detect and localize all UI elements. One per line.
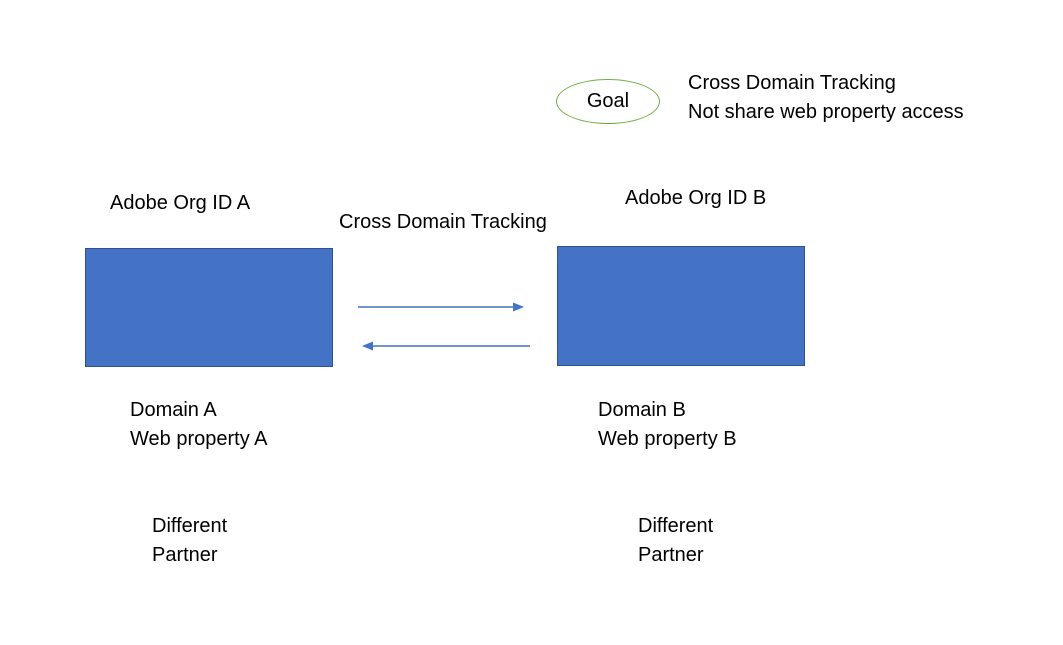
org-a-title-label: Adobe Org ID A <box>110 192 251 214</box>
goal-description: Cross Domain Tracking Not share web prop… <box>688 69 964 127</box>
org-b-domain-text: Domain B Web property B <box>598 396 737 454</box>
domain-a-label: Domain A <box>130 399 217 421</box>
org-a-partner-line-2: Partner <box>152 544 218 566</box>
org-a-partner-text: Different Partner <box>152 512 227 570</box>
domain-b-label: Domain B <box>598 399 686 421</box>
org-a-partner-line-1: Different <box>152 515 228 537</box>
goal-ellipse: Goal <box>556 79 660 124</box>
goal-label: Goal <box>586 90 630 112</box>
cross-domain-arrows <box>358 302 530 351</box>
org-b-box <box>557 246 805 366</box>
cross-domain-tracking-label: Cross Domain Tracking <box>339 211 547 233</box>
goal-description-line-2: Not share web property access <box>688 101 964 123</box>
web-property-b-label: Web property B <box>598 428 737 450</box>
goal-description-line-1: Cross Domain Tracking <box>688 72 896 94</box>
org-b-partner-line-2: Partner <box>638 544 704 566</box>
org-a-box <box>85 248 333 367</box>
org-b-title-label: Adobe Org ID B <box>625 187 767 209</box>
org-b-partner-text: Different Partner <box>638 512 713 570</box>
web-property-a-label: Web property A <box>130 428 268 450</box>
org-b-partner-line-1: Different <box>638 515 714 537</box>
org-a-domain-text: Domain A Web property A <box>130 396 267 454</box>
